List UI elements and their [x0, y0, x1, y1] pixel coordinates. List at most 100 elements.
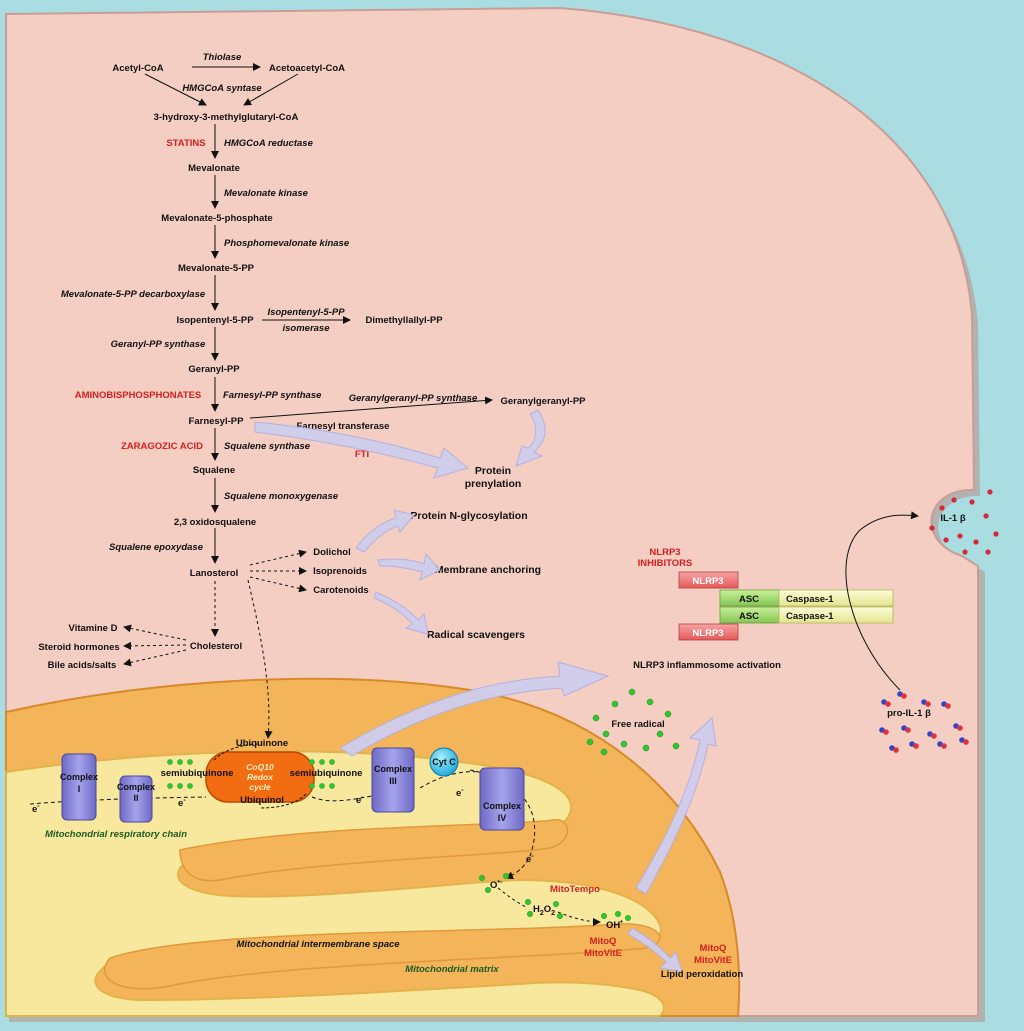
nlrp3-top-label: NLRP3 [692, 576, 723, 587]
membrane-anchoring-label: Membrane anchoring [435, 564, 541, 576]
nlrp3-bottom-label: NLRP3 [692, 628, 723, 639]
oxidosqualene-label: 2,3 oxidosqualene [174, 517, 256, 528]
semiubiquinone-right-label: semiubiquinone [290, 768, 363, 779]
electron-label-5: e- [526, 853, 534, 865]
matrix-label: Mitochondrial matrix [405, 964, 499, 975]
isopentenyl-isomerase-label-2: isomerase [282, 323, 330, 334]
coq10-label-2: Redox [247, 772, 274, 782]
crista-1 [179, 818, 569, 882]
aminobisphosphonates-label: AMINOBISPHOSPHONATES [75, 390, 202, 401]
superoxide-label: O•- [490, 879, 503, 891]
mito-to-nlrp3-arrow [339, 661, 610, 757]
squalene-monoxygenase-label: Squalene monoxygenase [224, 491, 339, 502]
mitovite-label-2: MitoVitE [694, 955, 732, 966]
protein-n-glycosylation-label: Protein N-glycosylation [410, 510, 527, 522]
asc-label-1: ASC [739, 594, 759, 605]
isoprenoids-label: Isoprenoids [313, 566, 367, 577]
ubiquinol-label: Ubiquinol [240, 795, 284, 806]
nlrp3-complex: NLRP3 ASC Caspase-1 ASC Caspase-1 NLRP3 [678, 571, 894, 641]
geranylgeranyl-pp-label: Geranylgeranyl-PP [500, 396, 586, 407]
h2o2-label: H2O2 [533, 904, 555, 917]
geranylgeranyl-pp-synthase-label: Geranylgeranyl-PP synthase [349, 393, 478, 404]
farnesyl-pp-synthase-label: Farnesyl-PP synthase [223, 390, 322, 401]
coq10-label-3: cycle [249, 782, 271, 792]
ros-flow-line [497, 887, 600, 922]
squalene-epoxydase-label: Squalene epoxydase [109, 542, 204, 553]
nlrp3-inhibitors-label-1: NLRP3 [649, 547, 680, 558]
electron-label-4: e- [456, 787, 464, 799]
acetyl-coa-label: Acetyl-CoA [112, 63, 163, 74]
statins-label: STATINS [166, 138, 205, 149]
zaragozic-acid-label: ZARAGOZIC ACID [121, 441, 203, 452]
electron-label-1: e- [32, 803, 40, 815]
complex-iii-label-1: Complex [374, 764, 412, 774]
complex-i-label-2: I [78, 784, 81, 794]
mitotempo-label: MitoTempo [550, 884, 600, 895]
fti-label: FTI [355, 449, 369, 460]
mevalonate-5-pp-label: Mevalonate-5-PP [178, 263, 255, 274]
caspase-label-2: Caspase-1 [786, 611, 834, 622]
complex-i-label-1: Complex [60, 772, 98, 782]
steroid-hormones-label: Steroid hormones [38, 642, 119, 653]
bile-acids-label: Bile acids/salts [48, 660, 117, 671]
thiolase-label: Thiolase [203, 52, 242, 63]
lipid-peroxidation-label: Lipid peroxidation [661, 969, 744, 980]
hmgcoa-reductase-label: HMGCoA reductase [224, 138, 314, 149]
isopentenyl-5-pp-label: Isopentenyl-5-PP [176, 315, 254, 326]
protein-prenylation-label-1: Protein [475, 465, 511, 477]
dolichol-to-glycosylation-arrow [355, 509, 415, 553]
electron-label-2: e- [178, 797, 186, 809]
isoprenoids-to-anchoring-arrow [377, 552, 441, 581]
caspase-label-1: Caspase-1 [786, 594, 834, 605]
cyt-c-label: Cyt C [432, 757, 456, 767]
coq10-redox-cycle: CoQ10 Redox cycle [205, 743, 315, 809]
pro-il1b-label: pro-IL-1 β [887, 708, 931, 719]
complex-iv-label-2: IV [498, 813, 507, 823]
lipid-to-free-radical-arrow [635, 716, 717, 895]
oh-to-lipid-arrow [627, 927, 683, 973]
ros-dots [479, 873, 632, 922]
nlrp3-top-box [678, 571, 739, 589]
il1b-secretion-arrow [845, 511, 919, 691]
dimethylallyl-pp-label: Dimethyllallyl-PP [365, 315, 443, 326]
electron-labels: e- e- e- e- e- [32, 787, 534, 865]
il1b-dots [929, 489, 999, 555]
complex-iii: Complex III [371, 747, 415, 813]
nlrp3-inhibitors-label-2: INHIBITORS [638, 558, 693, 569]
semiubiquinone-left-label: semiubiquinone [161, 768, 234, 779]
complex-iv-label-1: Complex [483, 801, 521, 811]
hydroxyl-label: OH• [606, 919, 623, 931]
asc-label-2: ASC [739, 611, 759, 622]
crista-2 [103, 923, 661, 990]
mitoq-label-2: MitoQ [700, 943, 727, 954]
farnesyl-pp-label: Farnesyl-PP [189, 416, 245, 427]
mevalonate-5-phosphate-label: Mevalonate-5-phosphate [161, 213, 272, 224]
farnesyl-transferase-label: Farnesyl transferase [297, 421, 390, 432]
il1b-label: IL-1 β [940, 513, 966, 524]
complex-iv: Complex IV [479, 767, 525, 831]
free-radical-dots [586, 688, 680, 756]
squalene-label: Squalene [193, 465, 235, 476]
isopentenyl-isomerase-label-1: Isopentenyl-5-PP [267, 307, 345, 318]
respiratory-chain-label: Mitochondrial respiratory chain [45, 829, 187, 840]
vitamine-d-label: Vitamine D [69, 623, 118, 634]
electron-label-3: e- [356, 794, 364, 806]
complex-i: Complex I [60, 753, 98, 821]
complex-ii-label-2: II [133, 793, 138, 803]
mitovite-label-1: MitoVitE [584, 948, 622, 959]
caspase-box-2 [778, 606, 894, 624]
squalene-synthase-label: Squalene synthase [224, 441, 311, 452]
complex-ii: Complex II [117, 775, 155, 823]
lanosterol-label: Lanosterol [190, 568, 239, 579]
geranyl-pp-label: Geranyl-PP [188, 364, 240, 375]
block-arrows [254, 409, 717, 973]
mevalonate-pathway [123, 63, 493, 739]
phosphomevalonate-kinase-label: Phosphomevalonate kinase [224, 238, 350, 249]
mevalonate-label: Mevalonate [188, 163, 240, 174]
geranyl-pp-synthase-label: Geranyl-PP synthase [111, 339, 206, 350]
farnesyl-to-prenylation-arrow [254, 421, 470, 479]
dolichol-label: Dolichol [313, 547, 350, 558]
intermembrane-space-label: Mitochondrial intermembrane space [236, 939, 400, 950]
semiubiquinone-dots [167, 759, 335, 789]
